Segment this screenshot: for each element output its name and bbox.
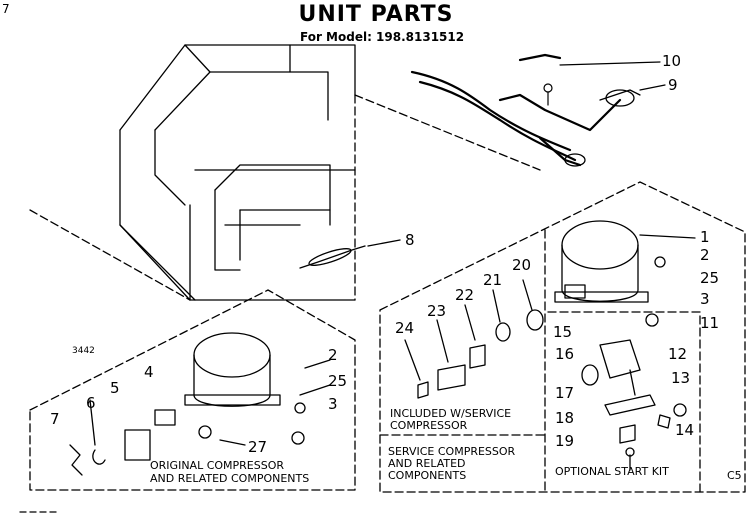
page-code: C5: [727, 469, 742, 482]
caption-original-line2: AND RELATED COMPONENTS: [150, 472, 310, 485]
callout-23: 23: [427, 302, 447, 320]
callout-2-original: 2: [328, 346, 338, 364]
service-parts: [404, 279, 544, 399]
callout-11: 11: [700, 314, 720, 332]
cabinet-outline: [29, 44, 541, 301]
callout-9: 9: [668, 76, 678, 94]
caption-service-line3: COMPONENTS: [388, 469, 467, 482]
callout-16: 16: [555, 345, 575, 363]
callout-10: 10: [662, 52, 682, 70]
callout-27: 27: [248, 438, 268, 456]
ref-code: 3442: [72, 346, 95, 356]
callout-4: 4: [144, 363, 154, 381]
callout-3-service: 3: [700, 290, 710, 308]
caption-included-line2: COMPRESSOR: [390, 419, 468, 432]
wiring-harness: [410, 53, 641, 167]
callout-21: 21: [483, 271, 503, 289]
callout-6: 6: [86, 394, 96, 412]
model-line: For Model: 198.8131512: [300, 30, 465, 44]
callout-3-original: 3: [328, 395, 338, 413]
callout-13: 13: [671, 369, 691, 387]
start-kit-parts: [581, 339, 687, 471]
callout-25-original: 25: [328, 372, 348, 390]
corner-mark: 7: [2, 2, 10, 16]
drier-part: [299, 239, 401, 269]
callout-18: 18: [555, 409, 575, 427]
service-compressor: [554, 220, 696, 327]
screw-10: [543, 61, 666, 106]
callout-8: 8: [405, 231, 415, 249]
callout-20: 20: [512, 256, 532, 274]
callout-2-service: 2: [700, 246, 710, 264]
callout-17: 17: [555, 384, 575, 402]
callout-12: 12: [668, 345, 688, 363]
service-box: [379, 181, 746, 493]
callout-22: 22: [455, 286, 475, 304]
caption-service-line2: AND RELATED: [388, 457, 466, 470]
caption-service-line1: SERVICE COMPRESSOR: [388, 445, 516, 458]
callout-15: 15: [553, 323, 573, 341]
callout-5: 5: [110, 379, 120, 397]
caption-included-line1: INCLUDED W/SERVICE: [390, 407, 512, 420]
caption-original-line1: ORIGINAL COMPRESSOR: [150, 459, 285, 472]
callout-25-service: 25: [700, 269, 720, 287]
original-compressor: [69, 332, 331, 476]
callout-19: 19: [555, 432, 575, 450]
caption-start-kit: OPTIONAL START KIT: [555, 465, 669, 478]
original-box: [29, 289, 356, 491]
callout-14: 14: [675, 421, 695, 439]
callout-7: 7: [50, 410, 60, 428]
page-title: UNIT PARTS: [298, 2, 454, 27]
callout-1: 1: [700, 228, 710, 246]
callout-24: 24: [395, 319, 415, 337]
